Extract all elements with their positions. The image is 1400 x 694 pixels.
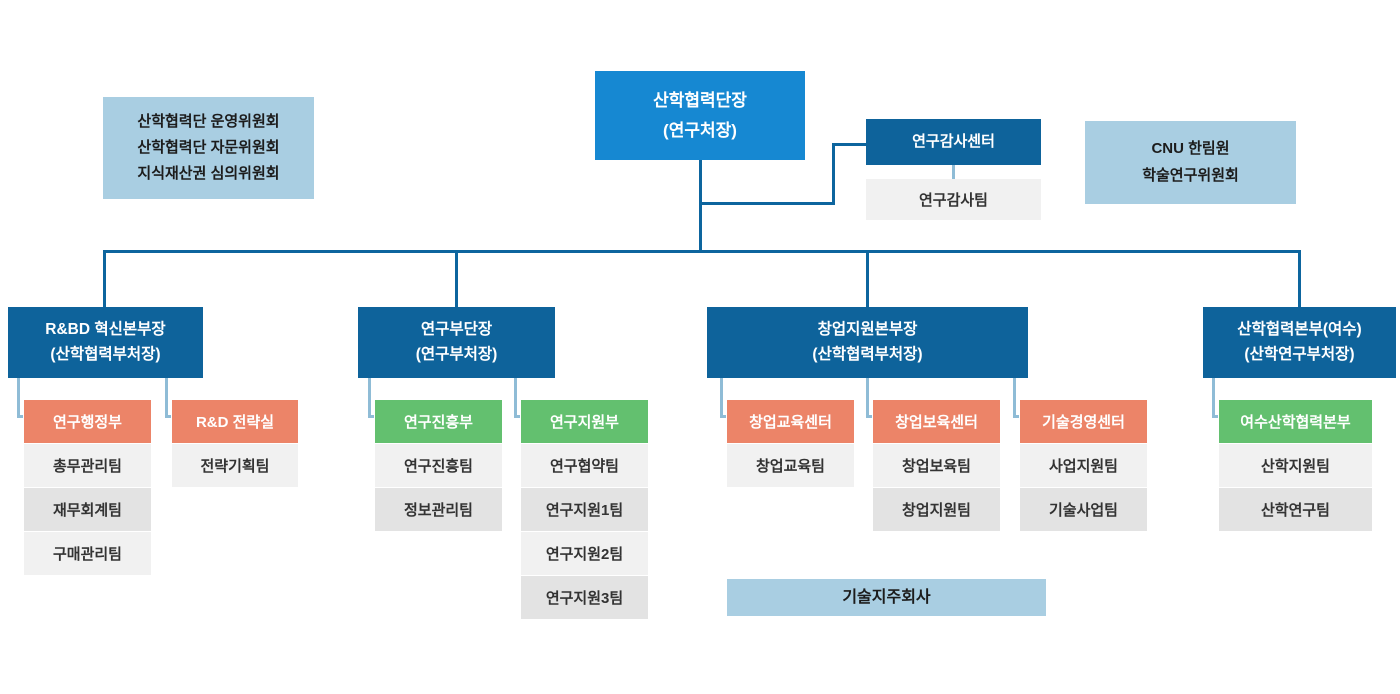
connector-elbow-group-1: [17, 378, 23, 418]
dept-header: 창업교육센터: [727, 400, 854, 443]
connector-elbow-group-2: [165, 378, 171, 418]
connector-elbow-group-4: [514, 378, 520, 418]
division-box-rbd: R&BD 혁신본부장 (산학협력부처장): [8, 307, 203, 378]
team-cell: 기술사업팀: [1020, 488, 1147, 531]
connector-audit-team: [952, 164, 955, 179]
team-cell: 총무관리팀: [24, 444, 151, 487]
dept-header: 여수산학협력본부: [1219, 400, 1372, 443]
connector-drop-division-1: [103, 250, 106, 307]
dept-header: 연구지원부: [521, 400, 648, 443]
connector-drop-division-4: [1298, 250, 1301, 307]
connector-elbow-group-8: [1212, 378, 1218, 418]
connector-trunk: [699, 160, 702, 251]
tech-holding-box: 기술지주회사: [727, 579, 1046, 616]
team-cell: 산학연구팀: [1219, 488, 1372, 531]
connector-drop-division-3: [866, 250, 869, 307]
division-box-research: 연구부단장 (연구부처장): [358, 307, 555, 378]
team-cell: 창업보육팀: [873, 444, 1000, 487]
connector-drop-division-2: [455, 250, 458, 307]
connector-elbow-group-3: [368, 378, 374, 418]
head-box: 산학협력단장 (연구처장): [595, 71, 805, 160]
audit-team-box: 연구감사팀: [866, 179, 1041, 220]
division-box-startup: 창업지원본부장 (산학협력부처장): [707, 307, 1028, 378]
connector-main-horizontal: [103, 250, 1301, 253]
team-cell: 창업지원팀: [873, 488, 1000, 531]
team-cell: 재무회계팀: [24, 488, 151, 531]
team-cell: 연구지원3팀: [521, 576, 648, 619]
team-cell: 산학지원팀: [1219, 444, 1372, 487]
committees-right-box: CNU 한림원 학술연구위원회: [1085, 121, 1296, 204]
connector-audit-horizontal-low: [699, 202, 835, 205]
team-cell: 연구협약팀: [521, 444, 648, 487]
committees-left-box: 산학협력단 운영위원회 산학협력단 자문위원회 지식재산권 심의위원회: [103, 97, 314, 199]
connector-audit-vertical: [832, 143, 835, 205]
dept-header: 기술경영센터: [1020, 400, 1147, 443]
audit-center-box: 연구감사센터: [866, 119, 1041, 165]
connector-elbow-group-5: [720, 378, 726, 418]
dept-header: R&D 전략실: [172, 400, 298, 443]
team-cell: 연구지원2팀: [521, 532, 648, 575]
division-box-yeosu: 산학협력본부(여수) (산학연구부처장): [1203, 307, 1396, 378]
dept-header: 연구행정부: [24, 400, 151, 443]
team-cell: 구매관리팀: [24, 532, 151, 575]
team-cell: 사업지원팀: [1020, 444, 1147, 487]
connector-elbow-group-6: [866, 378, 872, 418]
team-cell: 정보관리팀: [375, 488, 502, 531]
dept-header: 창업보육센터: [873, 400, 1000, 443]
connector-elbow-group-7: [1013, 378, 1019, 418]
connector-audit-horizontal-high: [832, 143, 866, 146]
team-cell: 연구지원1팀: [521, 488, 648, 531]
team-cell: 전략기획팀: [172, 444, 298, 487]
dept-header: 연구진흥부: [375, 400, 502, 443]
team-cell: 창업교육팀: [727, 444, 854, 487]
team-cell: 연구진흥팀: [375, 444, 502, 487]
